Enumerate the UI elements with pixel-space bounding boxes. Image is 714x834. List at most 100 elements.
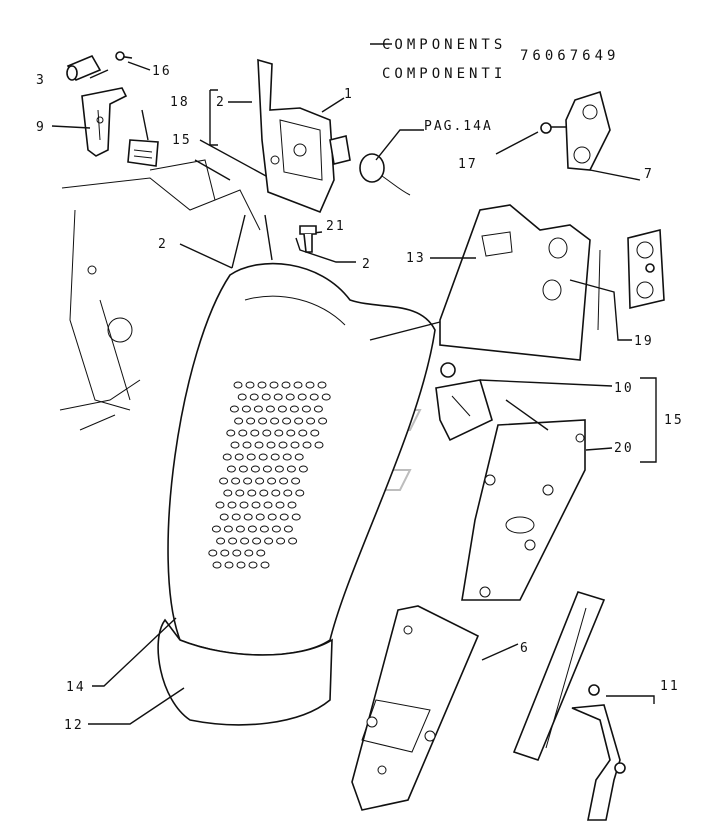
- perforation-hole: [310, 429, 320, 437]
- part-18-pad: [127, 139, 159, 167]
- perforation-hole: [245, 381, 255, 389]
- part-13-console: [439, 204, 601, 361]
- perforation-hole: [223, 525, 233, 533]
- callout-14: 14: [66, 680, 86, 695]
- perforation-hole: [259, 525, 269, 533]
- callout-9: 9: [36, 120, 46, 135]
- perforation-hole: [262, 429, 272, 437]
- perforation-hole: [282, 417, 292, 425]
- perforation-hole: [250, 429, 260, 437]
- part-21-screw: [299, 225, 317, 253]
- perforation-hole: [239, 501, 249, 509]
- callout-18: 18: [170, 95, 190, 110]
- perforation-hole: [264, 537, 274, 545]
- perforation-hole: [298, 465, 308, 473]
- perforation-hole: [242, 441, 252, 449]
- perforation-hole: [253, 405, 263, 413]
- perforation-hole: [261, 393, 271, 401]
- callout-6: 6: [520, 641, 530, 656]
- part-16-screw: [115, 51, 133, 61]
- perforation-hole: [294, 453, 304, 461]
- perforation-hole: [234, 453, 244, 461]
- perforation-hole: [298, 429, 308, 437]
- perforation-hole: [233, 381, 243, 389]
- perforation-hole: [267, 513, 277, 521]
- callout-21: 21: [326, 219, 346, 234]
- part-1-lock-assembly: [257, 58, 351, 214]
- callout-12: 12: [64, 718, 84, 733]
- perforation-hole: [254, 441, 264, 449]
- perforation-hole: [288, 537, 298, 545]
- perforation-hole: [211, 525, 221, 533]
- perforation-hole: [314, 441, 324, 449]
- part-9-lever: [81, 87, 128, 157]
- perforation-hole: [266, 441, 276, 449]
- perforation-hole: [273, 393, 283, 401]
- drawing-code: 76067649: [520, 48, 619, 64]
- perforation-hole: [249, 393, 259, 401]
- perforation-hole: [226, 465, 236, 473]
- perforation-hole: [260, 561, 270, 569]
- perforation-hole: [279, 477, 289, 485]
- perforation-hole: [258, 417, 268, 425]
- perforation-hole: [290, 441, 300, 449]
- perforation-hole: [228, 537, 238, 545]
- callout-19: 19: [634, 334, 654, 349]
- perforation-hole: [289, 405, 299, 413]
- perforation-hole: [274, 429, 284, 437]
- perforation-hole: [271, 489, 281, 497]
- perforation-hole: [237, 393, 247, 401]
- perforation-hole: [279, 513, 289, 521]
- perforation-hole: [246, 453, 256, 461]
- perforation-hole: [263, 501, 273, 509]
- perforation-hole: [278, 441, 288, 449]
- perforation-hole: [270, 417, 280, 425]
- part-7-plate: [565, 90, 611, 171]
- callout-20: 20: [614, 441, 634, 456]
- perforation-hole: [275, 501, 285, 509]
- callout-15-top: 15: [172, 133, 192, 148]
- perforation-hole: [286, 465, 296, 473]
- perforation-hole: [297, 393, 307, 401]
- perforation-hole: [318, 417, 328, 425]
- perforation-hole: [229, 405, 239, 413]
- perforation-hole: [219, 513, 229, 521]
- perforation-hole: [293, 381, 303, 389]
- header-components: COMPONENTS: [382, 37, 506, 53]
- perforation-hole: [224, 561, 234, 569]
- perforation-hole: [281, 381, 291, 389]
- perforation-hole: [295, 489, 305, 497]
- part-11-adjuster: [512, 591, 626, 821]
- perforation-hole: [238, 465, 248, 473]
- perforation-hole: [301, 405, 311, 413]
- perforation-hole: [230, 441, 240, 449]
- perforation-hole: [255, 513, 265, 521]
- perforation-hole: [216, 537, 226, 545]
- perforation-hole: [283, 489, 293, 497]
- perforation-hole: [267, 477, 277, 485]
- perforation-hole: [291, 477, 301, 485]
- perforation-hole: [243, 477, 253, 485]
- callout-11: 11: [660, 679, 680, 694]
- perforation-hole: [302, 441, 312, 449]
- perforation-hole: [257, 381, 267, 389]
- callout-10: 10: [614, 381, 634, 396]
- perforation-hole: [227, 501, 237, 509]
- perforation-hole: [283, 525, 293, 533]
- perforation-hole: [248, 561, 258, 569]
- perforation-hole: [276, 537, 286, 545]
- perforation-hole: [313, 405, 323, 413]
- callout-16: 16: [152, 64, 172, 79]
- perforation-hole: [305, 381, 315, 389]
- part-10-latch: [435, 362, 493, 442]
- perforation-hole: [222, 453, 232, 461]
- perforation-hole: [294, 417, 304, 425]
- part-3-pin: [66, 54, 102, 82]
- part-6-slide-rail: [351, 605, 480, 811]
- perforation-hole: [246, 417, 256, 425]
- perforation-hole: [232, 549, 242, 557]
- perforation-hole: [215, 501, 225, 509]
- page-reference: PAG.14A: [424, 119, 493, 134]
- perforation-hole: [231, 513, 241, 521]
